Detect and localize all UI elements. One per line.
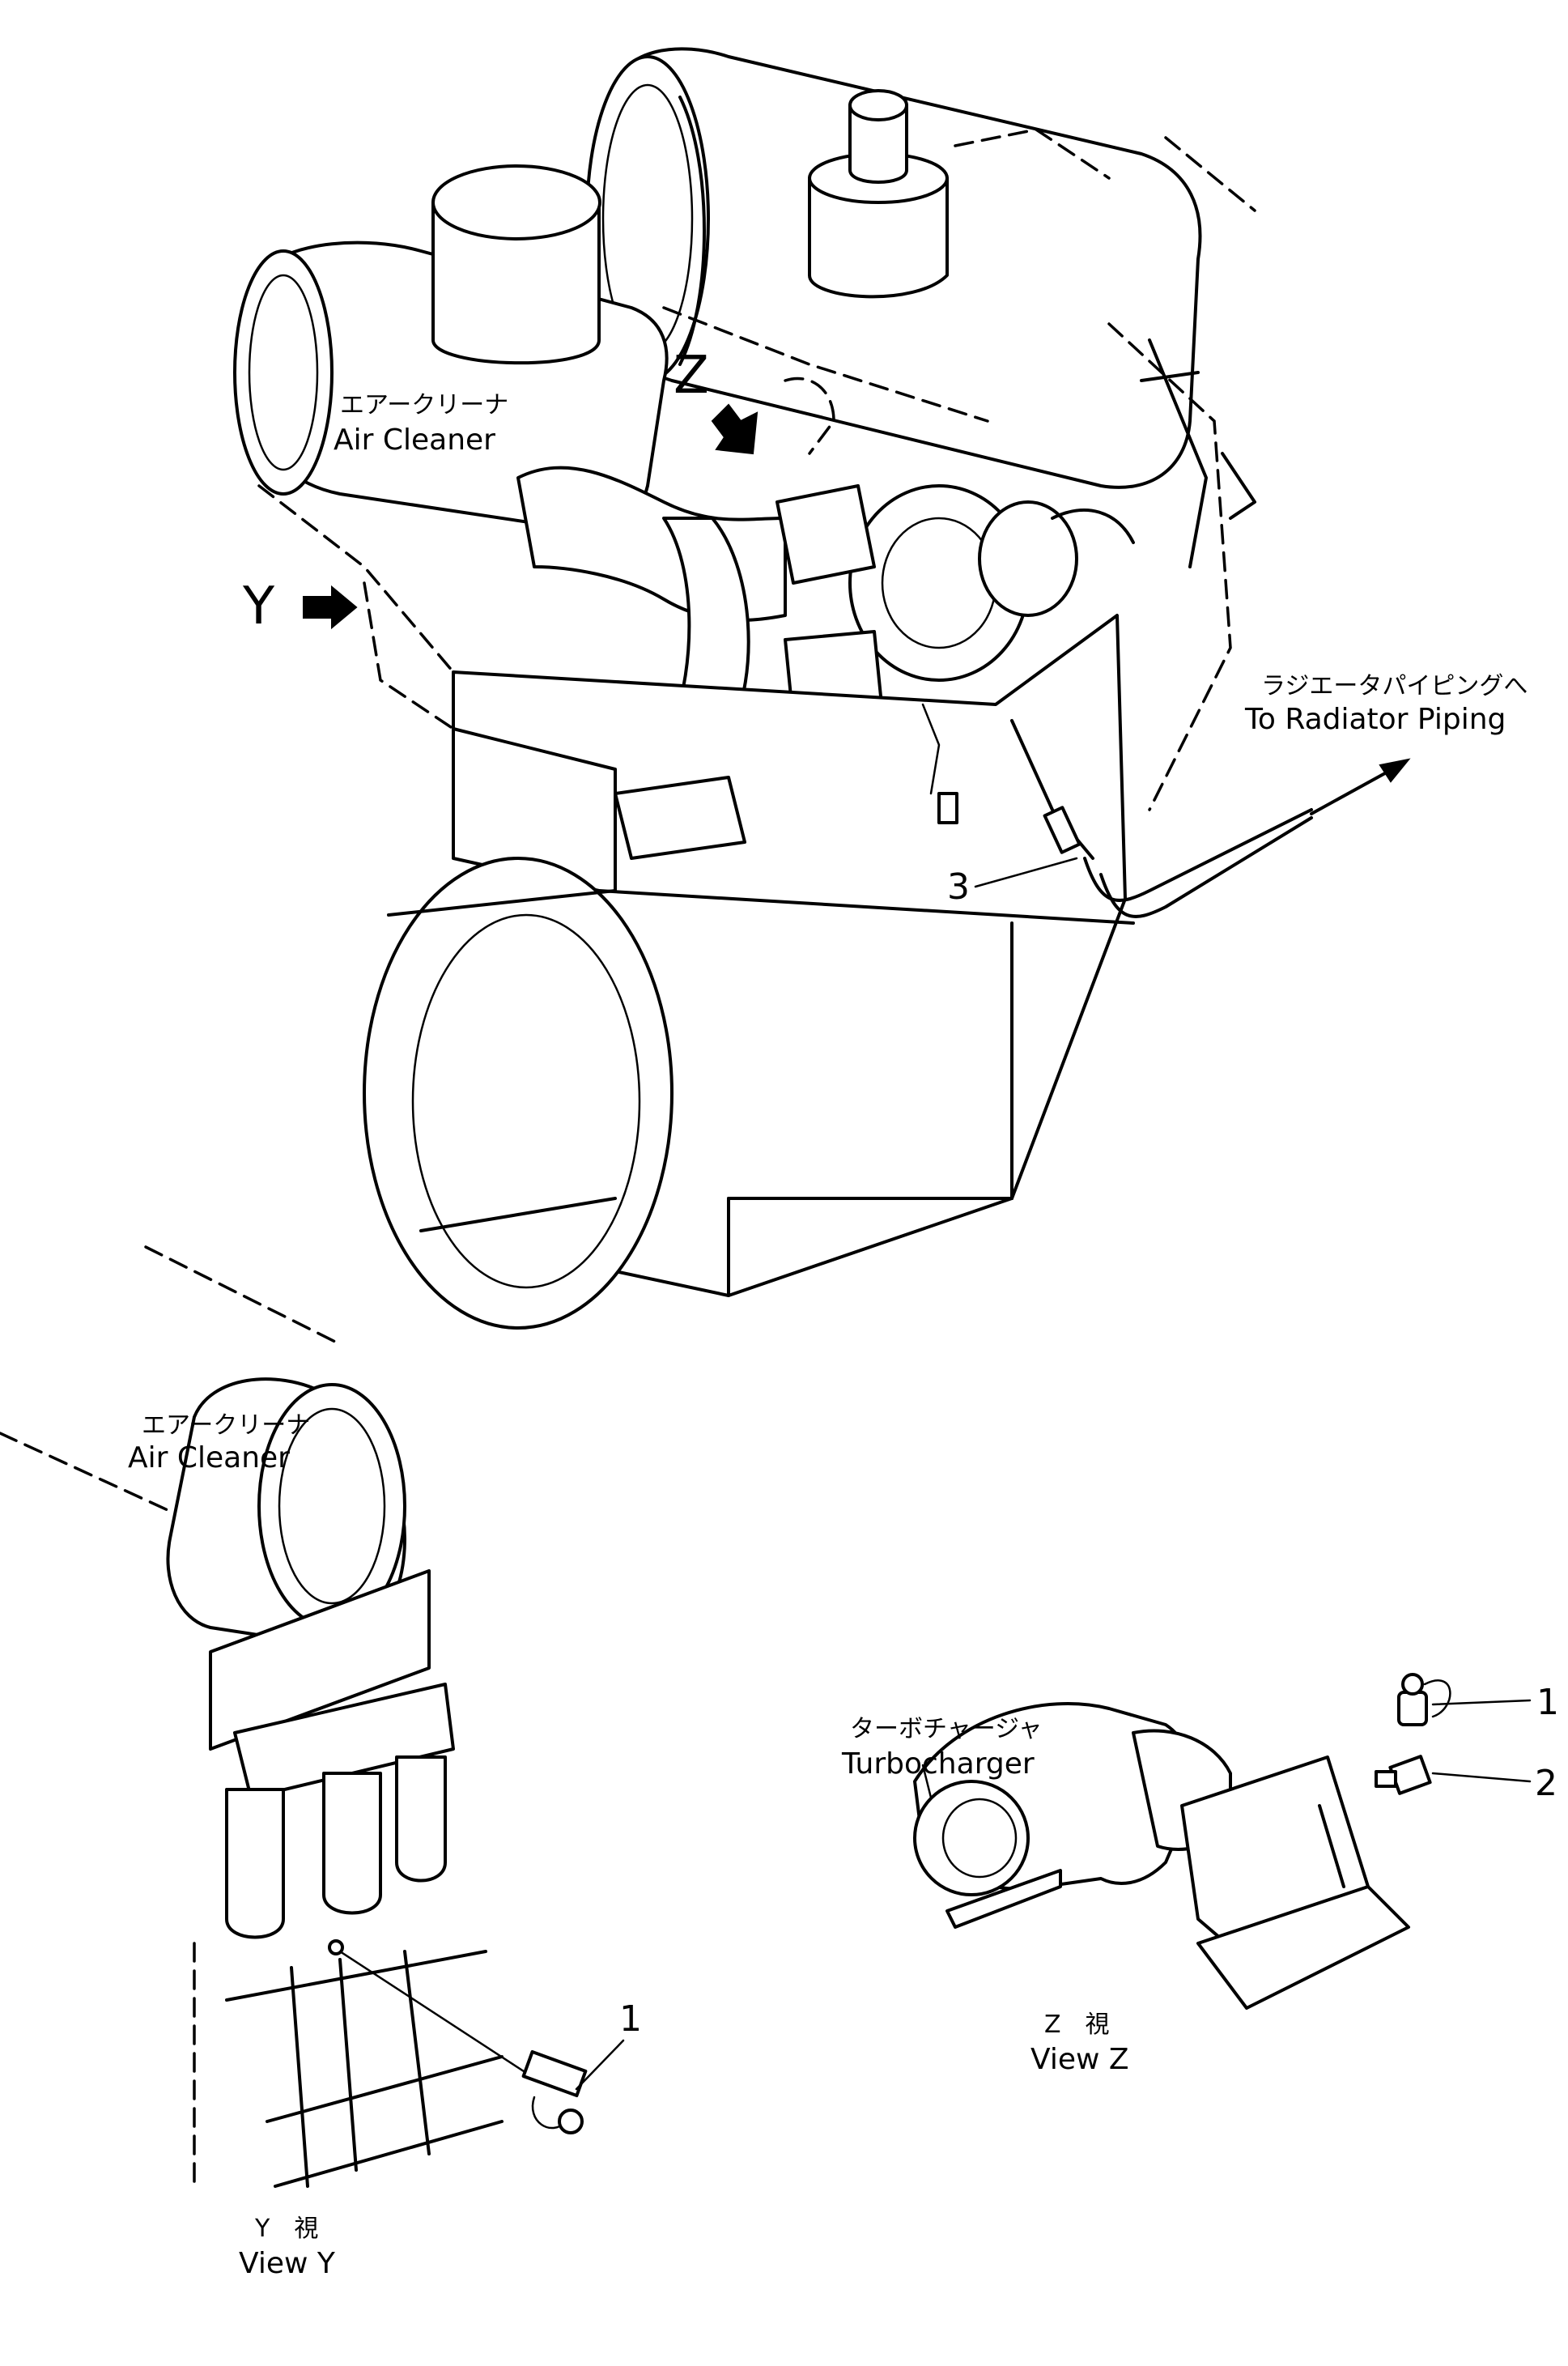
turbocharger-drawing: [776, 484, 1135, 722]
air-cleaner-top-jp-label: エアークリーナ: [340, 391, 508, 419]
callout-2-z-leader: [1431, 1772, 1532, 1783]
to-radiator-arrow: [1310, 758, 1411, 815]
callout-3-label: 3: [947, 866, 970, 908]
view-y-jp-label: Y 視: [254, 2215, 318, 2243]
air-cleaner-view-y-en-label: Air Cleaner: [128, 1441, 290, 1474]
left-air-cleaner-drawing: [233, 164, 787, 738]
view-z-drawing: [913, 1673, 1532, 2010]
callout-1-z-label: 1: [1536, 1682, 1559, 1723]
view-y-arrow: [303, 585, 358, 630]
radiator-piping-en-label: To Radiator Piping: [1244, 703, 1506, 736]
callout-1-y-leader: [575, 2039, 625, 2091]
callout-2-z-label: 2: [1535, 1763, 1557, 1804]
view-z-arrow: [711, 403, 759, 455]
sensor-3-drawing: [1010, 719, 1313, 918]
callout-3-leader: [974, 857, 1078, 888]
radiator-piping-jp-label: ラジエータパイピングへ: [1261, 672, 1528, 700]
right-air-cleaner-drawing: [585, 47, 1202, 489]
view-y-drawing: [0, 1245, 625, 2188]
view-y-en-label: View Y: [239, 2247, 336, 2280]
view-z-sensor-1: [1397, 1673, 1451, 1726]
engine-assembly: [233, 47, 1411, 1330]
engine-block-drawing: [363, 322, 1256, 1330]
air-cleaner-top-en-label: Air Cleaner: [334, 423, 495, 457]
view-z-sensor-2: [1375, 1755, 1432, 1795]
view-y-sensor-1: [521, 2049, 588, 2134]
air-cleaner-view-y-jp-label: エアークリーナ: [142, 1411, 310, 1440]
turbocharger-jp-label: ターボチャージャ: [850, 1715, 1043, 1743]
view-y-marker: Y: [242, 577, 275, 636]
view-z-en-label: View Z: [1030, 2043, 1129, 2076]
view-z-marker: Z: [674, 346, 709, 406]
turbocharger-en-label: Turbocharger: [841, 1747, 1035, 1781]
callout-1-z-leader: [1431, 1699, 1532, 1706]
callout-1-y-label: 1: [619, 1998, 642, 2040]
view-z-jp-label: Z 視: [1044, 2011, 1110, 2039]
